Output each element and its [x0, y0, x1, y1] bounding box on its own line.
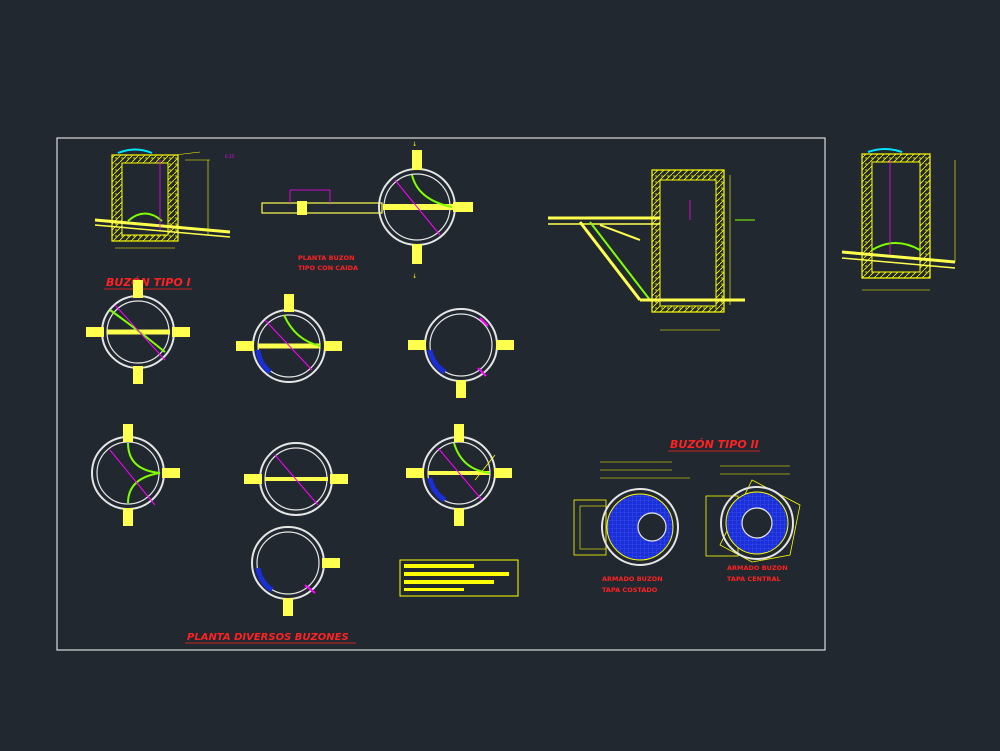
plan-circle-5 — [244, 442, 348, 516]
buzon-caida-section — [548, 169, 755, 331]
label-armado-costado-1: ARMADO BUZON — [602, 575, 663, 583]
armado-tapa-central — [705, 465, 801, 563]
buzon-tipo-1-section: 0.15 — [94, 148, 234, 249]
svg-text:↓: ↓ — [412, 141, 417, 148]
drawing-frame — [56, 137, 826, 651]
label-armado-costado-2: TAPA COSTADO — [602, 586, 658, 594]
planta-buzon-caida: ↓ ↓ — [261, 141, 473, 280]
plan-circle-4 — [91, 424, 180, 526]
title-buzon-tipo-2: BUZÓN TIPO II — [670, 438, 759, 451]
buzon-tipo-2-section — [841, 148, 956, 291]
title-buzon-tipo-1: BUZÓN TIPO I — [106, 276, 191, 289]
svg-text:↓: ↓ — [412, 273, 417, 280]
label-armado-central-1: ARMADO BUZON — [727, 564, 788, 572]
armado-tapa-costado — [573, 461, 690, 566]
legend-box — [399, 559, 519, 597]
plan-circle-6 — [406, 424, 512, 526]
svg-text:0.15: 0.15 — [225, 154, 234, 159]
plan-circle-3 — [408, 308, 514, 398]
title-planta-diversos: PLANTA DIVERSOS BUZONES — [187, 632, 349, 643]
plan-circle-1 — [86, 280, 190, 384]
label-planta-buzon-1: PLANTA BUZON — [298, 254, 355, 262]
label-armado-central-2: TAPA CENTRAL — [727, 575, 781, 583]
plan-circle-2 — [236, 294, 342, 383]
plan-circle-7 — [251, 526, 340, 616]
label-planta-buzon-2: TIPO CON CAIDA — [298, 264, 358, 272]
